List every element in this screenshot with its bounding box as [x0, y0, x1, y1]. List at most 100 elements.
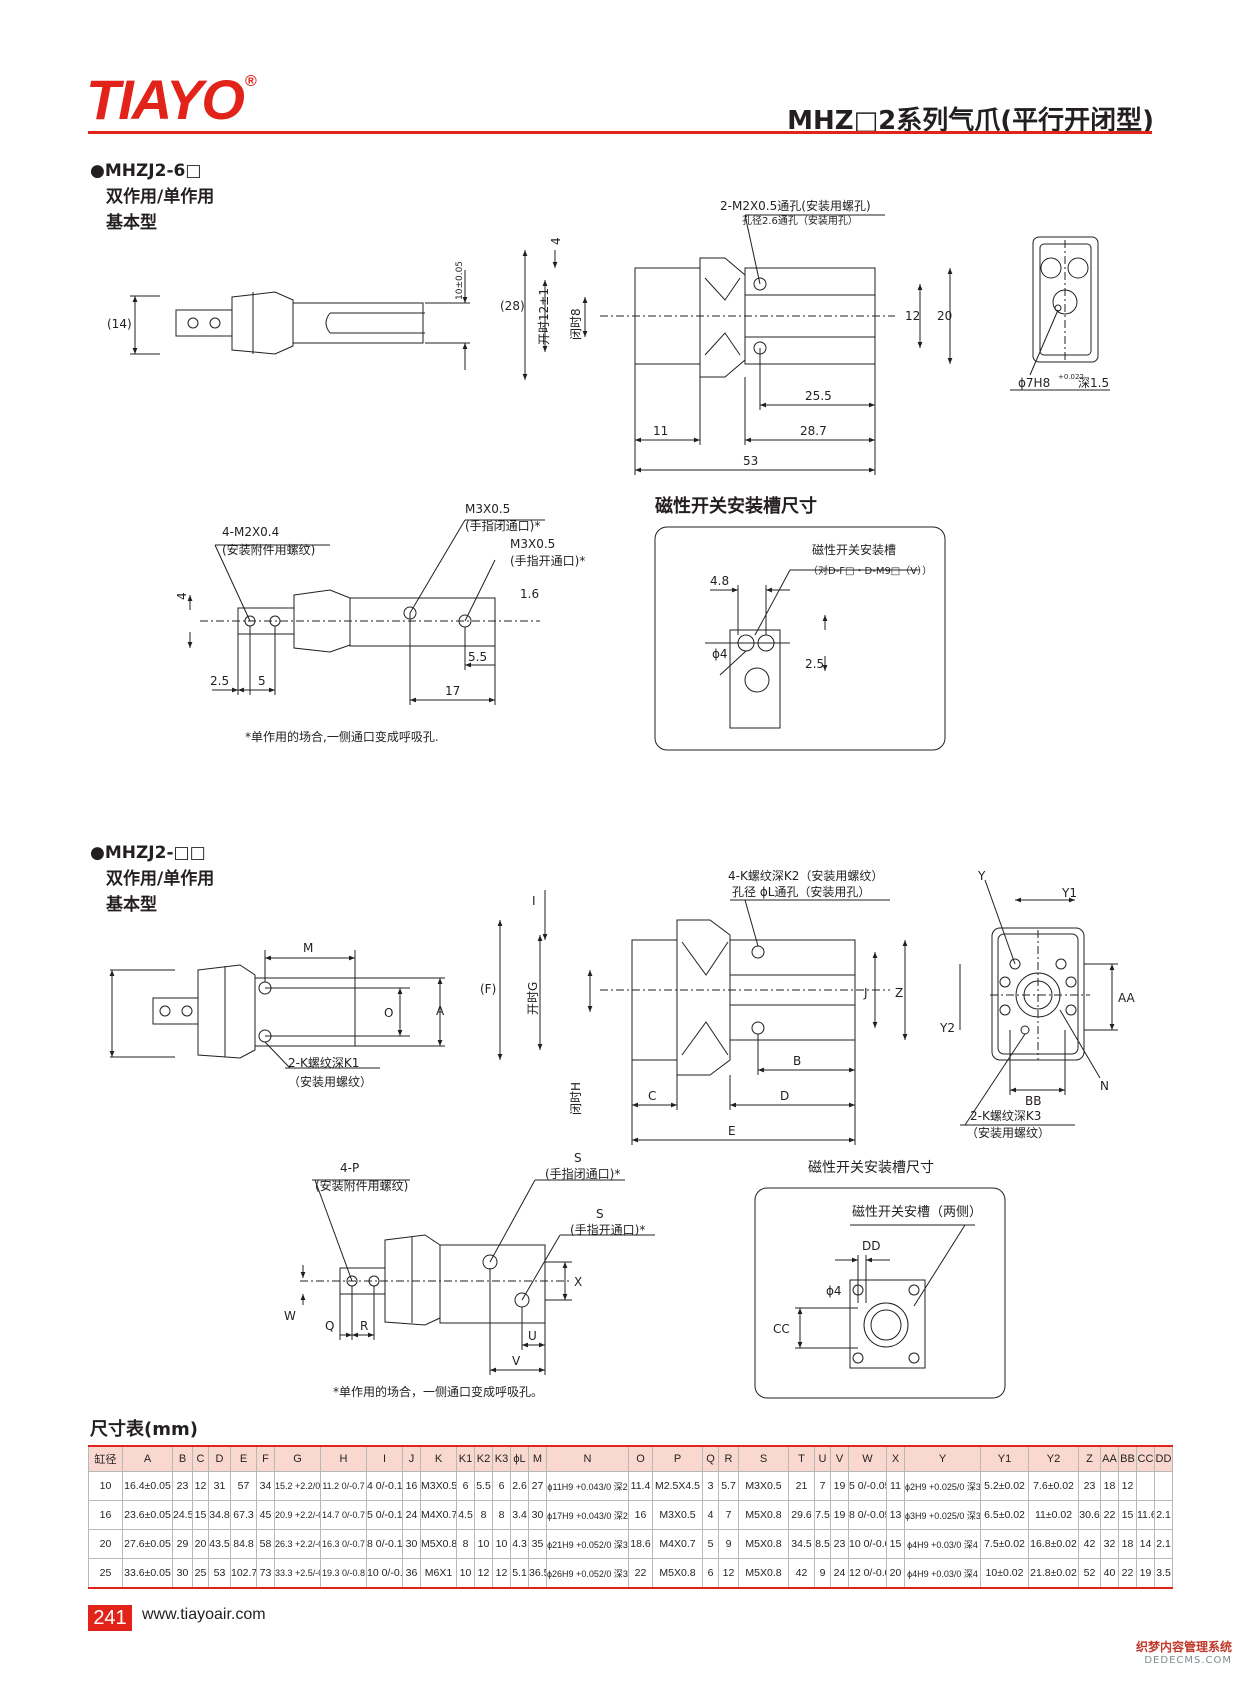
- table-cell: 5 0/-0.1: [366, 1500, 403, 1530]
- s1-m3-close-note: (手指闭通口)*: [465, 518, 540, 533]
- s1-dim-2-5: 2.5: [210, 674, 229, 688]
- s1-switch-slot: 磁性开关安装槽: [812, 542, 896, 557]
- s1-m2x04: 4-M2X0.4: [222, 525, 279, 539]
- table-cell: 5.2±0.02: [980, 1471, 1029, 1501]
- table-cell: 24: [402, 1500, 421, 1530]
- table-cell: M2.5X4.5: [652, 1471, 703, 1501]
- table-cell: 20.9 +2.2/-0.2: [274, 1500, 321, 1530]
- table-header-cell: G: [274, 1445, 321, 1472]
- s2-switch-title: 磁性开关安装槽尺寸: [808, 1160, 934, 1176]
- s1-top-view: [187, 519, 545, 705]
- s2-dim-Y2: Y2: [939, 1021, 955, 1035]
- s2-dim-V: V: [512, 1354, 521, 1368]
- s1-switch-dim-4-8: 4.8: [710, 574, 729, 588]
- table-cell: 27: [528, 1471, 547, 1501]
- table-header-cell: T: [788, 1445, 815, 1472]
- table-cell: 10: [456, 1558, 475, 1589]
- table-header-cell: H: [320, 1445, 367, 1472]
- table-cell: 27.6±0.05: [122, 1529, 173, 1559]
- table-header-cell: Z: [1078, 1445, 1101, 1472]
- s1-phi7: ϕ7H8: [1018, 376, 1050, 390]
- table-cell: M6X1: [420, 1558, 457, 1589]
- s2-dim-F: (F): [480, 982, 496, 996]
- table-cell: M5X0.8: [420, 1529, 457, 1559]
- table-cell: 12: [474, 1558, 493, 1589]
- table-cell: 34: [256, 1471, 275, 1501]
- table-header-cell: K1: [456, 1445, 475, 1472]
- s2-dim-M: M: [303, 941, 313, 955]
- s2-k2-note: 孔径 ϕL通孔（安装用孔）: [732, 884, 870, 899]
- s1-switch-box: [654, 526, 946, 751]
- table-cell: 19: [1136, 1558, 1155, 1589]
- table-cell: 22: [1100, 1500, 1119, 1530]
- table-header-cell: F: [256, 1445, 275, 1472]
- s1-note: *单作用的场合,一侧通口变成呼吸孔.: [245, 729, 439, 744]
- table-header-cell: K2: [474, 1445, 493, 1472]
- table-cell: 10: [88, 1471, 123, 1501]
- watermark-line2: DEDECMS.COM: [1144, 1655, 1232, 1666]
- table-cell: 11.6: [1136, 1500, 1155, 1530]
- table-cell: 7: [814, 1471, 831, 1501]
- section2-action: 双作用/单作用: [106, 869, 215, 889]
- table-cell: 20: [88, 1529, 123, 1559]
- table-header-cell: N: [546, 1445, 629, 1472]
- table-cell: 13: [886, 1500, 905, 1530]
- table-cell: 5: [702, 1529, 719, 1559]
- table-cell: ϕ17H9 +0.043/0 深2: [546, 1500, 629, 1530]
- s1-dim-14: (14): [107, 317, 132, 331]
- s2-k3-note: （安装用螺纹）: [966, 1125, 1050, 1140]
- table-cell: 5.5: [474, 1471, 493, 1501]
- table-cell: 20: [192, 1529, 209, 1559]
- table-cell: 11.4: [628, 1471, 653, 1501]
- s1-dim-5: 5: [258, 674, 266, 688]
- s2-dim-G: 开时G: [526, 982, 540, 1015]
- s2-dim-U: U: [528, 1329, 537, 1343]
- table-header-cell: S: [738, 1445, 789, 1472]
- table-cell: 18: [1118, 1529, 1137, 1559]
- s1-dim-53: 53: [743, 454, 758, 468]
- table-cell: 4: [702, 1500, 719, 1530]
- s2-k2: 4-K螺纹深K2（安装用螺纹）: [728, 868, 883, 883]
- s1-switch-phi4: ϕ4: [712, 647, 728, 661]
- s2-S1: S: [574, 1151, 582, 1165]
- table-cell: M3X0.5: [420, 1471, 457, 1501]
- watermark-line1: 织梦内容管理系统: [1135, 1640, 1232, 1654]
- s2-dim-E: E: [728, 1124, 736, 1138]
- table-header-cell: 缸径: [88, 1445, 123, 1472]
- table-cell: 52: [1078, 1558, 1101, 1589]
- table-cell: 10 0/-0.05: [848, 1529, 887, 1559]
- table-cell: 7.5: [814, 1500, 831, 1530]
- table-cell: 22: [1118, 1558, 1137, 1589]
- s2-k3: 2-K螺纹深K3: [970, 1109, 1041, 1123]
- table-cell: 26.3 +2.2/-0.2: [274, 1529, 321, 1559]
- s2-dim-W: W: [284, 1309, 296, 1323]
- table-cell: 25: [192, 1558, 209, 1589]
- s1-dim-5-5: 5.5: [468, 650, 487, 664]
- table-cell: 12: [1118, 1471, 1137, 1501]
- table-cell: 18: [1100, 1471, 1119, 1501]
- table-cell: 16.8±0.02: [1028, 1529, 1079, 1559]
- section2-type: 基本型: [106, 895, 157, 915]
- s2-dim-Y1: Y1: [1061, 886, 1077, 900]
- table-cell: 8 0/-0.05: [848, 1500, 887, 1530]
- s2-dim-O: O: [384, 1006, 393, 1020]
- s1-dim-4b: 4: [175, 592, 189, 600]
- section2-heading: ●MHZJ2-□□ 双作用/单作用 基本型: [90, 840, 214, 918]
- table-header-cell: X: [886, 1445, 905, 1472]
- table-cell: 32: [1100, 1529, 1119, 1559]
- s2-dim-AA: AA: [1118, 991, 1136, 1005]
- table-cell: 5.7: [718, 1471, 739, 1501]
- s1-dim-17: 17: [445, 684, 460, 698]
- footer-url[interactable]: www.tiayoair.com: [142, 1606, 266, 1623]
- table-cell: 30: [172, 1558, 193, 1589]
- table-cell: ϕ26H9 +0.052/0 深3.5: [546, 1558, 629, 1589]
- table-cell: M5X0.8: [652, 1558, 703, 1589]
- table-cell: M3X0.5: [738, 1471, 789, 1501]
- table-header-cell: B: [172, 1445, 193, 1472]
- table-cell: 18.6: [628, 1529, 653, 1559]
- table-cell: 16.3 0/-0.7: [320, 1529, 367, 1559]
- section1-type: 基本型: [106, 213, 157, 233]
